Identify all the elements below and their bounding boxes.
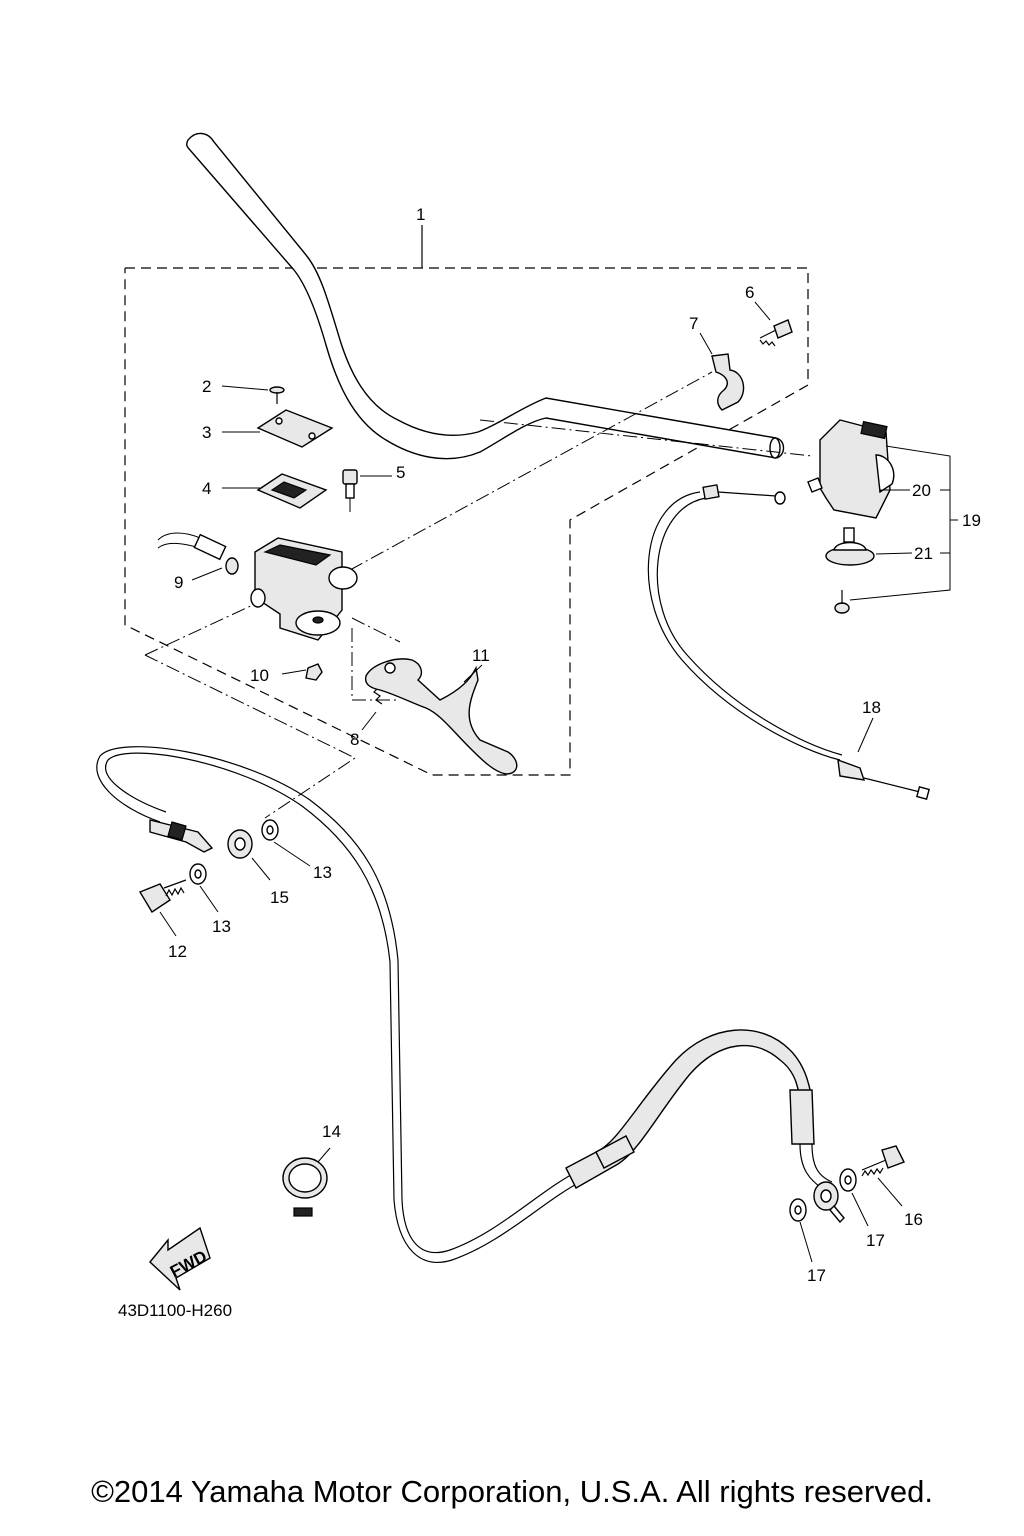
brake-switch-9 xyxy=(157,532,239,575)
callout-1: 1 xyxy=(416,205,425,224)
callout-7: 7 xyxy=(689,314,698,333)
bolt-5 xyxy=(342,469,358,515)
callout-6: 6 xyxy=(745,283,754,302)
throttle-cable-18 xyxy=(647,484,930,800)
callout-2: 2 xyxy=(202,377,211,396)
diagram-code: 43D1100-H260 xyxy=(118,1301,232,1320)
axis-line-banjo-2 xyxy=(144,654,357,819)
washer-17-right xyxy=(839,1168,857,1192)
switch-20 xyxy=(807,419,895,519)
washer-master xyxy=(250,588,266,608)
callout-13-upper: 13 xyxy=(313,863,332,882)
callout-17-left: 17 xyxy=(807,1266,826,1285)
callout-9: 9 xyxy=(174,573,183,592)
screw-2 xyxy=(269,386,285,404)
callout-15: 15 xyxy=(270,888,289,907)
callout-11: 11 xyxy=(472,646,490,665)
washer-13-lower xyxy=(189,863,207,885)
axis-line-upper xyxy=(349,371,713,571)
brake-lever-11 xyxy=(364,658,518,775)
union-bolt-16 xyxy=(861,1145,905,1177)
bolt-6 xyxy=(759,319,793,347)
callout-16: 16 xyxy=(904,1210,923,1229)
bracket-19 xyxy=(849,445,951,601)
callout-13-lower: 13 xyxy=(212,917,231,936)
callout-17-right: 17 xyxy=(866,1231,885,1250)
callout-4: 4 xyxy=(202,479,211,498)
master-cylinder xyxy=(254,537,358,641)
boot-21 xyxy=(825,527,875,566)
copyright-notice: ©2014 Yamaha Motor Corporation, U.S.A. A… xyxy=(91,1474,933,1509)
reservoir-cap-3 xyxy=(256,409,334,448)
axis-line-lever xyxy=(351,617,401,643)
hose-clamp-14 xyxy=(282,1157,328,1217)
callout-10: 10 xyxy=(250,666,269,685)
union-bolt-12 xyxy=(138,879,187,913)
washer-13-upper xyxy=(261,819,279,841)
washer-17-left xyxy=(789,1198,807,1222)
diaphragm-4 xyxy=(256,473,328,509)
callout-12: 12 xyxy=(168,942,187,961)
axis-line-banjo xyxy=(144,603,256,656)
callout-18: 18 xyxy=(862,698,881,717)
callout-8: 8 xyxy=(350,730,359,749)
banjo-fitting-lower xyxy=(813,1181,845,1224)
callout-21: 21 xyxy=(914,544,933,563)
nut-10 xyxy=(305,663,323,681)
callout-3: 3 xyxy=(202,423,211,442)
forward-arrow-icon: FWD xyxy=(149,1226,211,1291)
callout-20: 20 xyxy=(912,481,931,500)
brake-hose xyxy=(96,746,833,1263)
callout-19: 19 xyxy=(962,511,981,530)
axis-line-switch xyxy=(479,419,813,457)
switch-screw xyxy=(834,590,850,614)
banjo-fitting-15 xyxy=(149,819,253,859)
callout-5: 5 xyxy=(396,463,405,482)
callout-14: 14 xyxy=(322,1122,341,1141)
assembly-boundary xyxy=(124,267,809,776)
clamp-7 xyxy=(711,353,745,411)
axis-line-spring xyxy=(351,628,398,701)
handlebar xyxy=(185,132,785,460)
